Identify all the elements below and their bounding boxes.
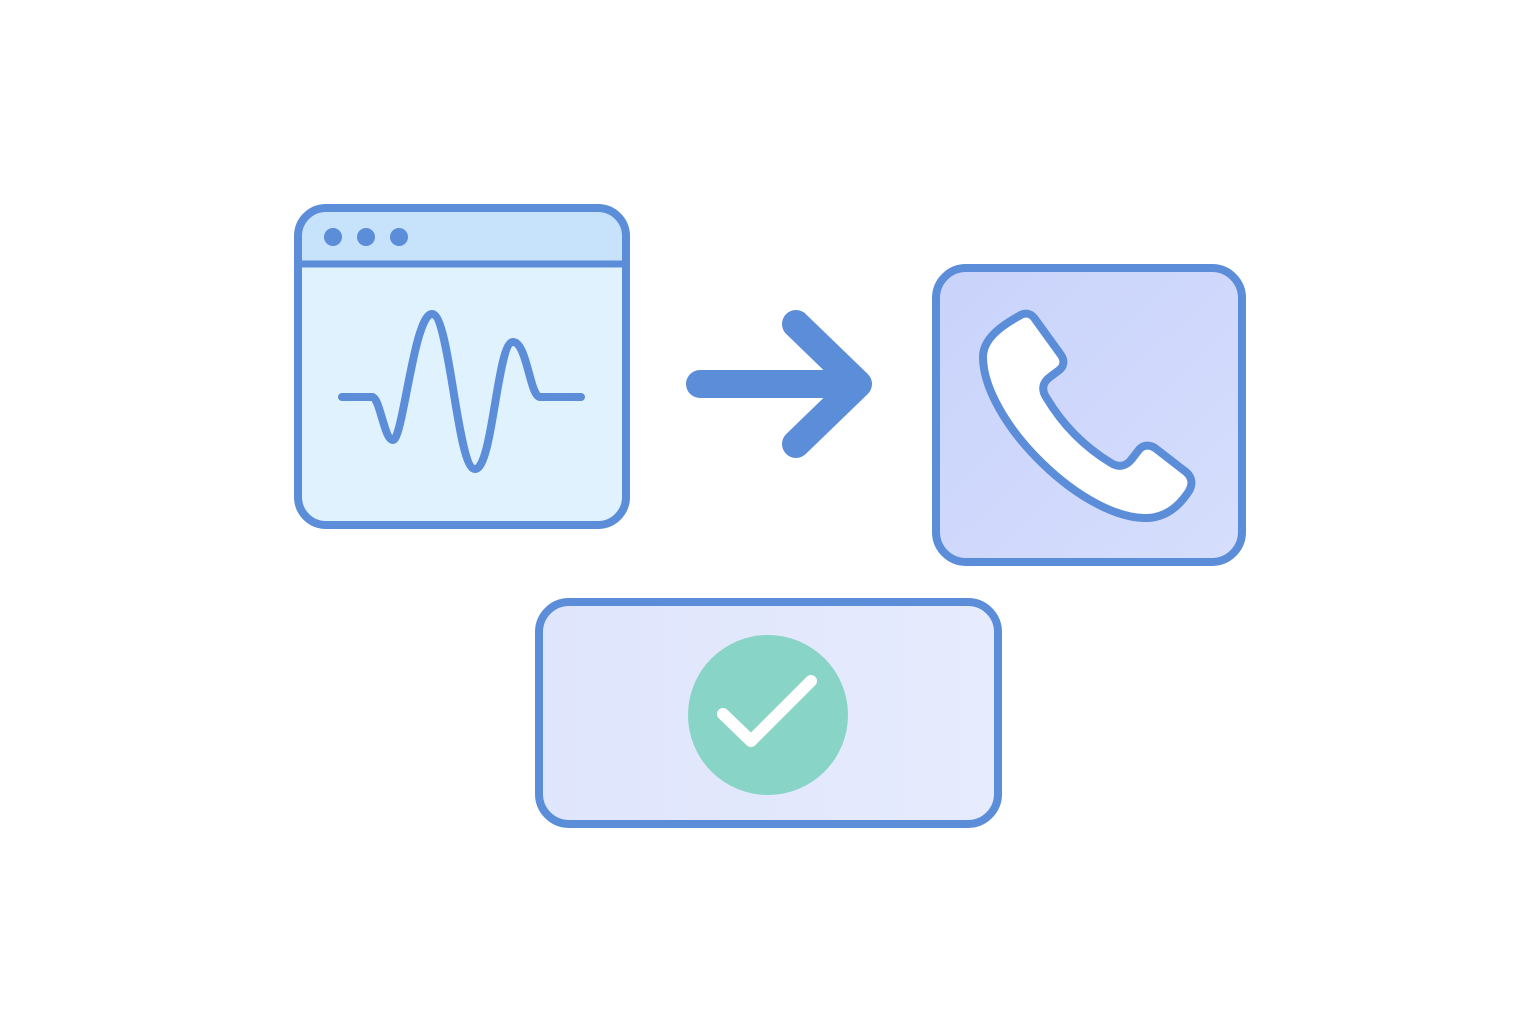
success-card	[535, 598, 1002, 828]
phone-frame	[932, 264, 1246, 566]
phone-card	[932, 264, 1246, 566]
browser-frame	[294, 204, 630, 529]
browser-window-icon	[294, 204, 630, 529]
check-circle-icon	[688, 635, 848, 795]
check-mark-icon	[717, 675, 817, 747]
browser-title-bar	[298, 208, 626, 264]
phone-handset-icon	[979, 309, 1196, 523]
audio-waveform-icon	[338, 310, 585, 473]
window-dot-icon	[390, 228, 408, 246]
window-dot-icon	[324, 228, 342, 246]
window-dot-icon	[357, 228, 375, 246]
arrow-right-icon	[686, 310, 872, 458]
